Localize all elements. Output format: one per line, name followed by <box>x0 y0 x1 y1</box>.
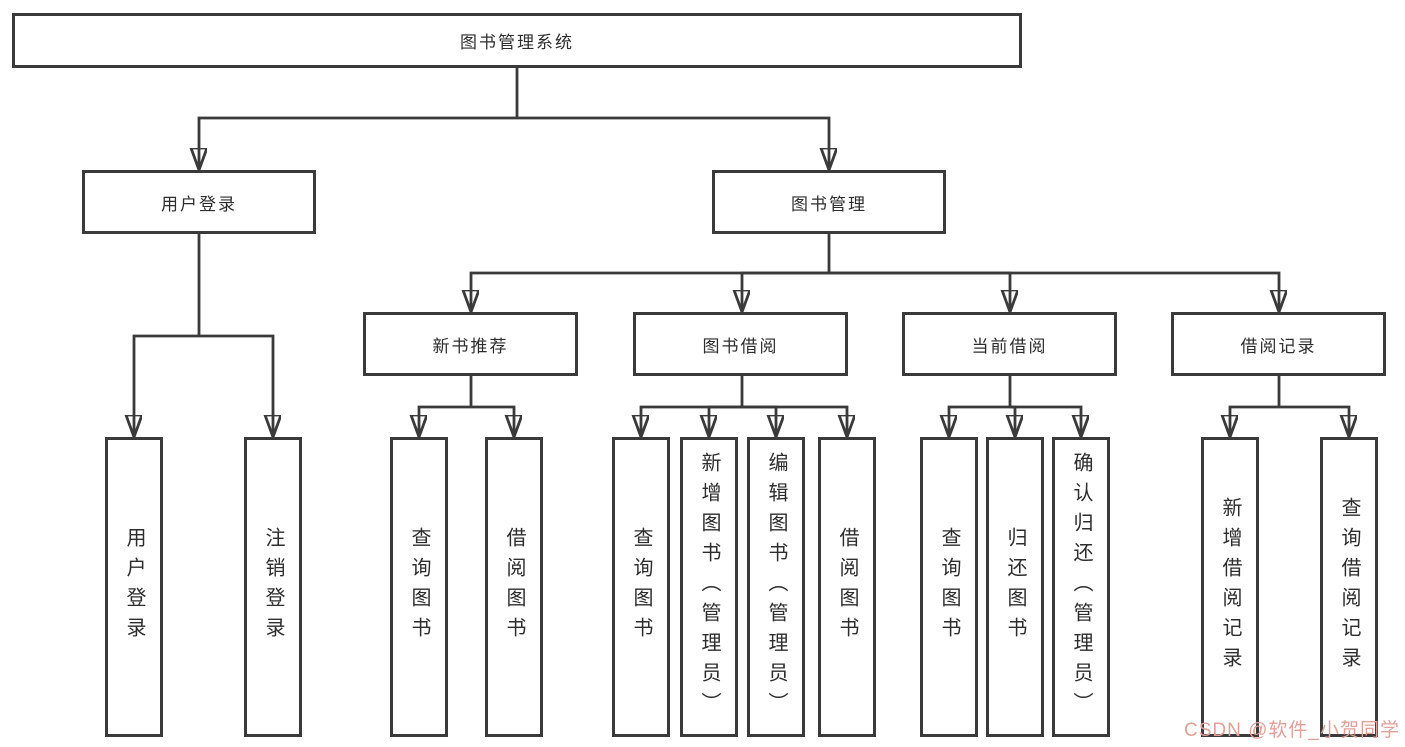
connector-new-book-to-borrow <box>471 405 514 437</box>
connector-current-to-confirm <box>1010 405 1081 437</box>
connector-to-book-borrowing <box>742 271 829 312</box>
connector-current-to-query <box>949 405 1010 437</box>
connector-root-to-book-management <box>517 116 829 170</box>
leaf-newbook-query-books: 查询图书 <box>390 437 448 737</box>
connector-root-to-user-login <box>199 116 517 170</box>
leaf-borrowing-add-books-admin: 新增图书（管理员） <box>680 437 738 737</box>
leaf-newbook-borrow-books: 借阅图书 <box>485 437 543 737</box>
leaf-records-add-borrow-record: 新增借阅记录 <box>1201 437 1259 737</box>
leaf-current-query-books: 查询图书 <box>920 437 978 737</box>
leaf-current-return-books: 归还图书 <box>986 437 1044 737</box>
connector-current-to-return <box>1010 405 1015 437</box>
connector-borrowing-to-add <box>709 405 742 437</box>
connector-new-book-to-query <box>419 405 471 437</box>
csdn-watermark: CSDN @软件_小贺同学 <box>1184 720 1400 741</box>
leaf-records-query-borrow-record: 查询借阅记录 <box>1320 437 1378 737</box>
connector-borrowing-to-query <box>641 405 742 437</box>
node-book-borrowing: 图书借阅 <box>633 312 848 376</box>
connector-to-new-book-recommend <box>471 271 829 312</box>
connector-borrowing-to-edit <box>742 405 776 437</box>
node-user-login-module: 用户登录 <box>82 170 316 234</box>
connector-user-login-to-leaf-login <box>134 334 199 437</box>
connector-user-login-to-leaf-logout <box>199 334 273 437</box>
connector-records-to-query <box>1279 405 1349 437</box>
leaf-current-confirm-return-admin: 确认归还（管理员） <box>1052 437 1110 737</box>
node-book-management-module: 图书管理 <box>712 170 946 234</box>
node-current-borrowing: 当前借阅 <box>902 312 1117 376</box>
leaf-borrowing-edit-books-admin: 编辑图书（管理员） <box>747 437 805 737</box>
connector-to-borrow-records <box>829 271 1279 312</box>
node-new-book-recommend: 新书推荐 <box>363 312 578 376</box>
node-root-system: 图书管理系统 <box>12 13 1022 68</box>
connector-records-to-add <box>1230 405 1279 437</box>
leaf-borrowing-query-books: 查询图书 <box>612 437 670 737</box>
leaf-user-login: 用户登录 <box>105 437 163 737</box>
leaf-logout: 注销登录 <box>244 437 302 737</box>
node-borrow-records: 借阅记录 <box>1171 312 1386 376</box>
leaf-borrowing-borrow-books: 借阅图书 <box>818 437 876 737</box>
connector-to-current-borrowing <box>829 271 1010 312</box>
connector-borrowing-to-borrow <box>742 405 847 437</box>
